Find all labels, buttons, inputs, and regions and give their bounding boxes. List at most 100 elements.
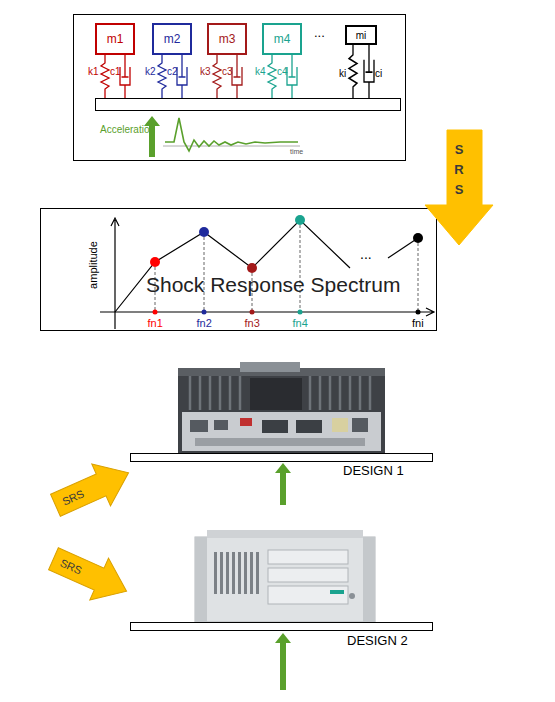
spring-damper-set — [101, 55, 109, 98]
rack-pc — [232, 552, 235, 594]
damping-label: c4 — [277, 66, 288, 77]
stiffness-label: ki — [339, 68, 346, 79]
base-plate — [96, 99, 401, 111]
embedded-pc — [209, 376, 212, 410]
embedded-pc — [219, 376, 222, 410]
rack-pc — [330, 590, 344, 594]
spectrum-point — [199, 227, 209, 237]
damping-label: c3 — [222, 66, 233, 77]
spectrum-line — [388, 238, 418, 258]
frequency-label: fn3 — [245, 317, 260, 329]
rack-pc — [195, 530, 375, 622]
embedded-pc — [214, 420, 228, 430]
axis-label: Acceleration — [100, 124, 155, 135]
damping-label: ci — [375, 68, 382, 79]
rack-pc — [250, 552, 253, 594]
plot-title: Shock Response Spectrum — [146, 273, 400, 296]
stiffness-label: k3 — [200, 66, 211, 77]
spectrum-point — [150, 257, 160, 267]
embedded-pc — [199, 376, 202, 410]
rack-pc — [244, 552, 247, 594]
spring-damper-set — [177, 55, 187, 98]
embedded-pc — [190, 376, 370, 410]
excitation-arrow — [275, 463, 291, 505]
drop-line — [204, 232, 205, 312]
mass-label: mi — [356, 30, 367, 41]
arrow-shape — [425, 130, 493, 245]
mass-box: m1 — [95, 23, 135, 55]
drop-line — [418, 238, 419, 312]
spectrum-point — [202, 310, 207, 315]
frequency-label: fn4 — [293, 317, 308, 329]
mounting-plate — [131, 454, 433, 462]
arrow-shape — [46, 452, 138, 527]
srs-arrow: S R S — [425, 130, 493, 245]
arrow-shape — [44, 538, 136, 613]
embedded-pc — [309, 376, 312, 410]
spectrum-point — [295, 215, 305, 225]
embedded-pc — [329, 376, 332, 410]
rack-pc — [207, 530, 363, 538]
spring-damper-set — [268, 55, 276, 98]
spring-damper-set — [364, 45, 374, 98]
embedded-pc — [332, 418, 348, 432]
spectrum-point — [150, 215, 423, 315]
rack-pc — [268, 550, 348, 564]
spectrum-point — [153, 310, 158, 315]
mass-label: m1 — [107, 32, 124, 46]
embedded-pc — [262, 420, 288, 433]
embedded-pc — [352, 418, 368, 432]
rack-pc — [268, 586, 348, 604]
spring-damper-set — [349, 45, 357, 98]
rack-pc — [363, 537, 375, 622]
srs-arrow: SRS — [44, 538, 136, 613]
arrow-shape — [44, 538, 136, 613]
frame — [41, 209, 437, 331]
embedded-pc — [250, 378, 302, 410]
frequency-label: fni — [412, 317, 424, 329]
spectrum-point — [416, 310, 421, 315]
spring-damper-set — [287, 55, 297, 98]
spring-damper-set — [120, 55, 130, 98]
stiffness-label: k2 — [145, 66, 156, 77]
spectrum-point — [247, 263, 257, 273]
embedded-pc — [240, 362, 300, 372]
spectrum-point — [413, 233, 423, 243]
rack-pc — [214, 552, 259, 594]
mass-label: m3 — [219, 32, 236, 46]
rack-pc — [256, 552, 259, 594]
embedded-pc — [359, 376, 362, 410]
spectrum-point — [298, 310, 303, 315]
arrow-shape — [46, 452, 138, 527]
embedded-pc — [189, 376, 192, 410]
stiffness-label: k1 — [88, 66, 99, 77]
mass-label: m4 — [274, 32, 291, 46]
srs-arrow: SRS — [46, 452, 138, 527]
mass-label: m2 — [164, 32, 181, 46]
spring-damper-set — [213, 55, 221, 98]
ellipsis: ... — [314, 26, 325, 40]
design-label: DESIGN 2 — [347, 634, 408, 648]
embedded-pc — [240, 418, 252, 426]
rack-pc — [268, 568, 348, 582]
frequency-label: fn1 — [148, 317, 163, 329]
rack-pc — [195, 537, 207, 622]
mass-box: m4 — [262, 23, 302, 55]
mounting-plate — [131, 623, 433, 631]
axis-label: time — [290, 148, 303, 156]
spectrum-line — [115, 220, 350, 312]
excitation-arrow — [275, 633, 291, 690]
embedded-pc — [190, 420, 208, 432]
ellipsis: ... — [360, 247, 372, 262]
spring-damper-set — [232, 55, 242, 98]
acceleration-arrow — [144, 116, 160, 157]
x-axis — [100, 308, 434, 316]
embedded-pc — [178, 372, 385, 453]
embedded-pc — [182, 412, 381, 451]
drop-line — [300, 220, 301, 312]
rack-pc — [238, 552, 241, 594]
frame — [74, 15, 406, 161]
embedded-pc — [239, 376, 242, 410]
